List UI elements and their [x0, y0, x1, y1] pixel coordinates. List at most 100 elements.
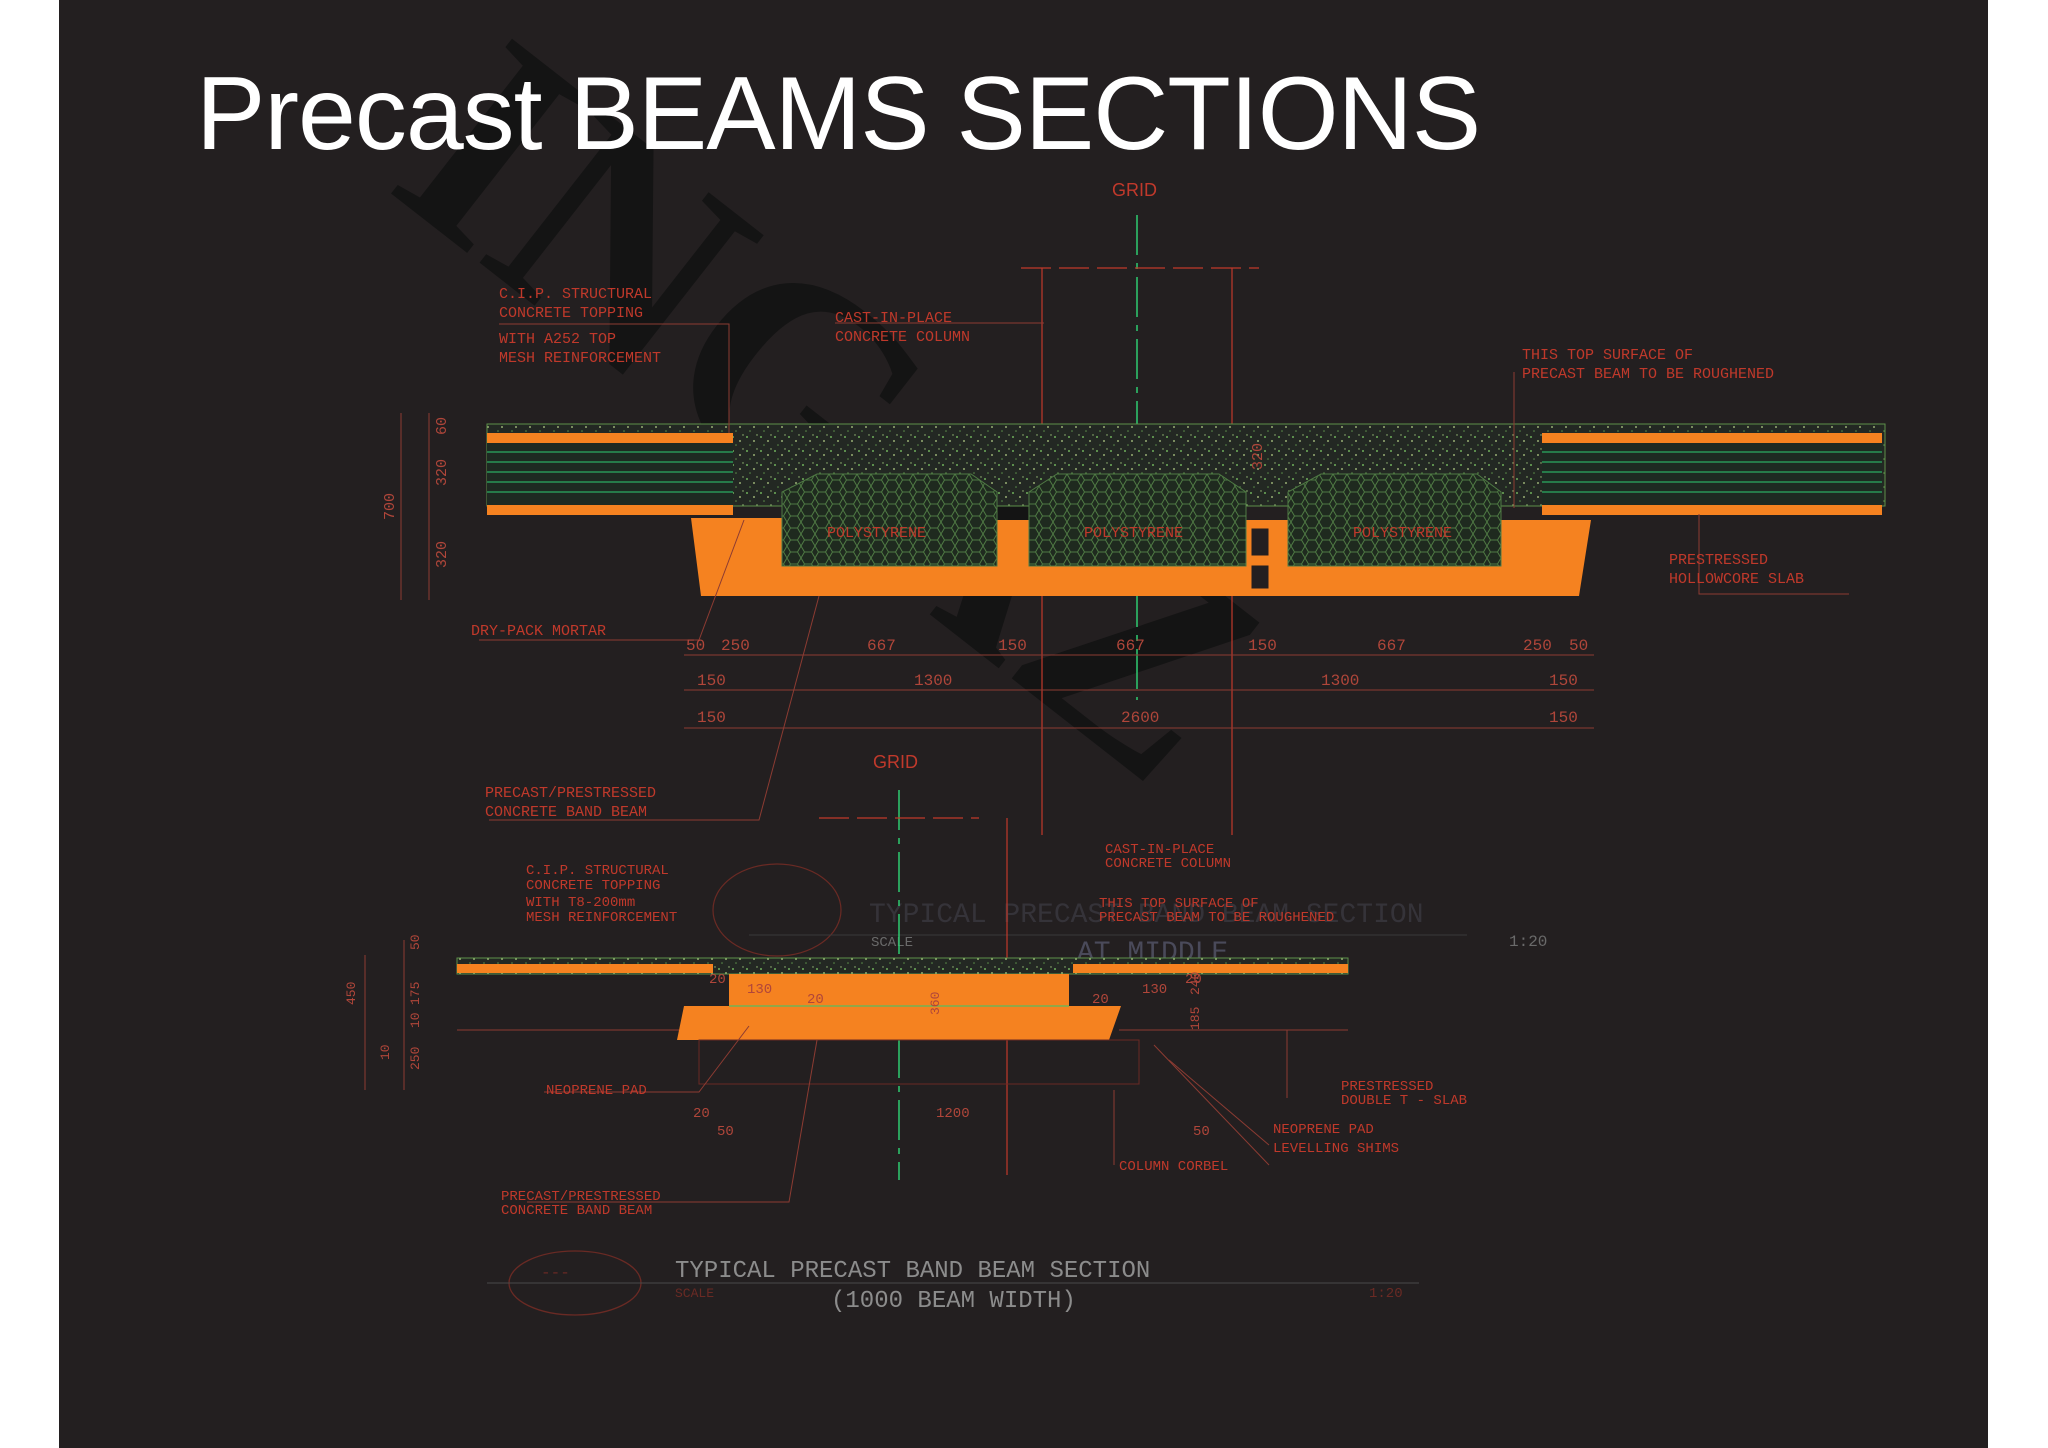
- label-roughened-2: PRECAST BEAM TO BE ROUGHENED: [1522, 366, 1774, 383]
- leader-neoprene-r: [1168, 1059, 1270, 1146]
- dim-r1-7: 250: [1523, 637, 1552, 655]
- label-hollowcore-2: HOLLOWCORE SLAB: [1669, 571, 1804, 588]
- label-b-doublet-1: PRESTRESSED: [1341, 1079, 1433, 1095]
- dim-b-5: 20: [1185, 972, 1202, 988]
- label-b-bandbeam-2: CONCRETE BAND BEAM: [501, 1203, 652, 1219]
- dim-b-6: 1200: [936, 1106, 970, 1122]
- caption-ref-mark: ---: [541, 1264, 570, 1282]
- vdim-center: 320: [1250, 443, 1267, 470]
- vdim-60: 60: [434, 417, 451, 435]
- label-drypack: DRY-PACK MORTAR: [471, 623, 606, 640]
- ghost-caption-title: TYPICAL PRECAST BAND BEAM SECTION: [869, 900, 1424, 931]
- dim-b-8: 50: [717, 1124, 734, 1140]
- leader-drypack: [479, 519, 745, 641]
- leader-bandbeam-b: [527, 1039, 818, 1203]
- polystyrene-label-3: POLYSTYRENE: [1353, 525, 1452, 542]
- dim-b-3: 20: [1092, 992, 1109, 1008]
- label-b-corbel: COLUMN CORBEL: [1119, 1159, 1228, 1175]
- label-mesh-2: MESH REINFORCEMENT: [499, 350, 661, 367]
- bottom-section: GRID 50 450 175 10 250 10 240 360 185 20: [344, 752, 1467, 1316]
- dim-b-9: 50: [1193, 1124, 1210, 1140]
- ghost-scale-label: SCALE: [871, 935, 913, 951]
- top-section: GRID: [382, 180, 1886, 969]
- label-column-2: CONCRETE COLUMN: [835, 329, 970, 346]
- grid-label-top: GRID: [1112, 180, 1157, 200]
- dim-r3-1: 2600: [1121, 709, 1159, 727]
- tendon-box-1: [1250, 527, 1270, 557]
- label-hollowcore-1: PRESTRESSED: [1669, 552, 1768, 569]
- dim-r2-1: 1300: [914, 672, 952, 690]
- label-bandbeam-2: CONCRETE BAND BEAM: [485, 804, 647, 821]
- hollowcore-slab-right: [1542, 433, 1882, 515]
- tendon-box-2: [1250, 564, 1270, 590]
- vdim-320-b: 320: [434, 541, 451, 568]
- dim-r1-8: 50: [1569, 637, 1588, 655]
- dim-b-7: 20: [693, 1106, 710, 1122]
- label-b-doublet-2: DOUBLE T - SLAB: [1341, 1093, 1467, 1109]
- label-cip-topping-2: CONCRETE TOPPING: [499, 305, 643, 322]
- ghost-ref-bubble: [712, 863, 842, 957]
- dim-r1-5: 150: [1248, 637, 1277, 655]
- polystyrene-label-1: POLYSTYRENE: [827, 525, 926, 542]
- band-beam-bottom: [677, 974, 1121, 1040]
- dim-r3-2: 150: [1549, 709, 1578, 727]
- ghost-scale: 1:20: [1509, 933, 1547, 951]
- label-b-cip-2: CONCRETE TOPPING: [526, 878, 660, 894]
- leader-neoprene-l: [544, 1025, 750, 1093]
- dim-b-0: 20: [709, 972, 726, 988]
- caption-title: TYPICAL PRECAST BAND BEAM SECTION: [675, 1258, 1150, 1285]
- polystyrene-block-1: [781, 473, 998, 567]
- vdim-b-2: 175: [408, 982, 423, 1005]
- vdim-b-4: 250: [408, 1047, 423, 1070]
- slide: INGAZ GRID: [59, 0, 1988, 1448]
- label-b-neoprene-l: NEOPRENE PAD: [546, 1083, 647, 1099]
- label-cip-topping-1: C.I.P. STRUCTURAL: [499, 286, 652, 303]
- vdim-b-6: 240: [1188, 972, 1203, 995]
- drawing-canvas: INGAZ GRID: [343, 0, 1886, 1316]
- vdim-320-a: 320: [434, 459, 451, 486]
- label-b-bandbeam-1: PRECAST/PRESTRESSED: [501, 1189, 661, 1205]
- grid-label-bottom: GRID: [873, 752, 918, 772]
- label-b-column-2: CONCRETE COLUMN: [1105, 856, 1231, 872]
- polystyrene-block-3: [1287, 473, 1502, 567]
- vdim-b-5: 10: [378, 1044, 393, 1060]
- caption-subtitle: (1000 BEAM WIDTH): [831, 1288, 1076, 1315]
- dim-r1-1: 250: [721, 637, 750, 655]
- dim-r2-2: 1300: [1321, 672, 1359, 690]
- label-mesh-1: WITH A252 TOP: [499, 331, 616, 348]
- label-b-rough-1: THIS TOP SURFACE OF: [1099, 896, 1259, 912]
- label-column-1: CAST-IN-PLACE: [835, 310, 952, 327]
- vdim-b-8: 185: [1188, 1007, 1203, 1030]
- dim-b-1: 130: [747, 982, 772, 998]
- slide-title: Precast BEAMS SECTIONS: [196, 56, 1481, 172]
- double-t-right-flange: [1073, 964, 1348, 973]
- dim-r1-2: 667: [867, 637, 896, 655]
- vdim-b-7: 360: [928, 992, 943, 1015]
- dim-r1-6: 667: [1377, 637, 1406, 655]
- label-b-rough-2: PRECAST BEAM TO BE ROUGHENED: [1099, 910, 1334, 926]
- label-roughened-1: THIS TOP SURFACE OF: [1522, 347, 1693, 364]
- vdim-b-3: 10: [408, 1012, 423, 1028]
- caption-scale-label: SCALE: [675, 1286, 714, 1301]
- label-b-column-1: CAST-IN-PLACE: [1105, 842, 1214, 858]
- label-b-cip-1: C.I.P. STRUCTURAL: [526, 863, 669, 879]
- caption-scale: 1:20: [1369, 1286, 1403, 1302]
- label-b-mesh-2: MESH REINFORCEMENT: [526, 910, 677, 926]
- dim-b-2: 20: [807, 992, 824, 1008]
- corbel-outline: [698, 1039, 1140, 1085]
- leader-topping: [499, 323, 730, 433]
- dim-r1-3: 150: [998, 637, 1027, 655]
- dim-r2-3: 150: [1549, 672, 1578, 690]
- double-t-left-flange: [457, 964, 713, 973]
- hollowcore-slab-left: [487, 433, 733, 515]
- label-b-shims: LEVELLING SHIMS: [1273, 1141, 1399, 1157]
- polystyrene-label-2: POLYSTYRENE: [1084, 525, 1183, 542]
- vdim-700: 700: [382, 493, 399, 520]
- vdim-b-0: 50: [408, 934, 423, 950]
- dim-r1-0: 50: [686, 637, 705, 655]
- dim-r2-0: 150: [697, 672, 726, 690]
- label-b-mesh-1: WITH T8-200mm: [526, 895, 635, 911]
- vdim-b-1: 450: [344, 982, 359, 1005]
- label-bandbeam-1: PRECAST/PRESTRESSED: [485, 785, 656, 802]
- polystyrene-block-2: [1028, 473, 1247, 567]
